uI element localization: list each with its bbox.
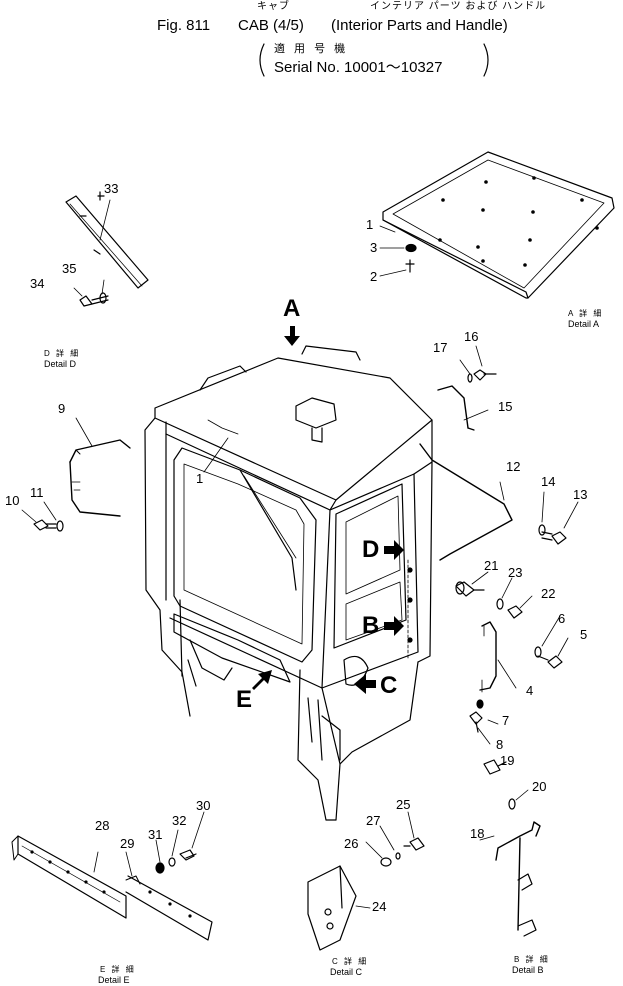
callout-10: 10 xyxy=(5,493,20,508)
callout-24: 24 xyxy=(372,899,387,914)
callout-3: 3 xyxy=(370,240,378,255)
callout-12: 12 xyxy=(506,459,521,474)
callout-28: 28 xyxy=(95,818,110,833)
detail-e-step-plate xyxy=(11,811,213,941)
view-letter-b: B xyxy=(362,612,380,639)
callout-13: 13 xyxy=(573,487,588,502)
detail-c-label-jp: C 詳 細 xyxy=(332,957,369,966)
detail-b-label: Detail B xyxy=(512,965,544,975)
header-serial: Serial No. 10001～10327 xyxy=(274,59,443,76)
view-letter-d: D xyxy=(362,536,380,563)
callout-26: 26 xyxy=(344,836,359,851)
handle-4 xyxy=(479,621,497,691)
view-letter-e: E xyxy=(236,686,253,713)
serial-bracket-left xyxy=(259,43,265,77)
handle-12 xyxy=(419,443,513,561)
handle-15 xyxy=(437,385,469,429)
callout-16: 16 xyxy=(464,329,479,344)
header-applicable-units-jp: 適 用 号 機 xyxy=(274,43,349,55)
header-title: (Interior Parts and Handle) xyxy=(331,17,508,34)
callout-19: 19 xyxy=(500,753,515,768)
callout-2: 2 xyxy=(370,269,378,284)
header-kana-title: インテリア パーツ および ハンドル xyxy=(370,1,547,12)
handle-9 xyxy=(69,439,131,463)
detail-d-bracket xyxy=(65,191,149,307)
callout-1-roof-panel: 1 xyxy=(366,217,374,232)
callout-20: 20 xyxy=(532,779,547,794)
callout-4: 4 xyxy=(526,683,534,698)
callout-32: 32 xyxy=(172,813,187,828)
detail-d-label: Detail D xyxy=(44,359,77,369)
detail-c-label: Detail C xyxy=(330,967,363,977)
callout-6: 6 xyxy=(558,611,566,626)
callout-18: 18 xyxy=(470,826,485,841)
detail-c-bracket xyxy=(307,811,425,951)
callout-22: 22 xyxy=(541,586,556,601)
callout-30: 30 xyxy=(196,798,211,813)
detail-d-label-jp: D 詳 細 xyxy=(44,349,81,358)
callout-33: 33 xyxy=(104,181,119,196)
callout-8: 8 xyxy=(496,737,504,752)
callout-7: 7 xyxy=(502,713,510,728)
callout-15: 15 xyxy=(498,399,513,414)
callout-34: 34 xyxy=(30,276,45,291)
header-cab: CAB (4/5) xyxy=(238,17,304,34)
callout-21: 21 xyxy=(484,558,499,573)
view-arrows xyxy=(252,326,404,694)
callout-35: 35 xyxy=(62,261,77,276)
callout-31: 31 xyxy=(148,827,163,842)
view-letter-a: A xyxy=(283,295,301,322)
detail-a-label: Detail A xyxy=(568,319,600,329)
detail-a-label-jp: A 詳 細 xyxy=(568,309,604,318)
callout-29: 29 xyxy=(120,836,135,851)
callout-9: 9 xyxy=(58,401,66,416)
callout-27: 27 xyxy=(366,813,381,828)
detail-b-handle xyxy=(479,759,541,937)
header-kana-cab: キャブ xyxy=(257,1,290,12)
callout-11: 11 xyxy=(30,485,44,500)
figure-number: Fig. 811 xyxy=(157,17,211,34)
callout-17: 17 xyxy=(433,340,448,355)
callout-5: 5 xyxy=(580,627,588,642)
callout-1-cab: 1 xyxy=(196,471,204,486)
callout-14: 14 xyxy=(541,474,556,489)
cab-body xyxy=(144,345,433,821)
view-letter-c: C xyxy=(380,672,398,699)
detail-e-label: Detail E xyxy=(98,975,130,985)
serial-bracket-right xyxy=(483,43,489,77)
callout-25: 25 xyxy=(396,797,411,812)
detail-a-roof-panel xyxy=(379,151,615,299)
detail-e-label-jp: E 詳 細 xyxy=(100,965,136,974)
callout-23: 23 xyxy=(508,565,523,580)
detail-b-label-jp: B 詳 細 xyxy=(514,955,550,964)
